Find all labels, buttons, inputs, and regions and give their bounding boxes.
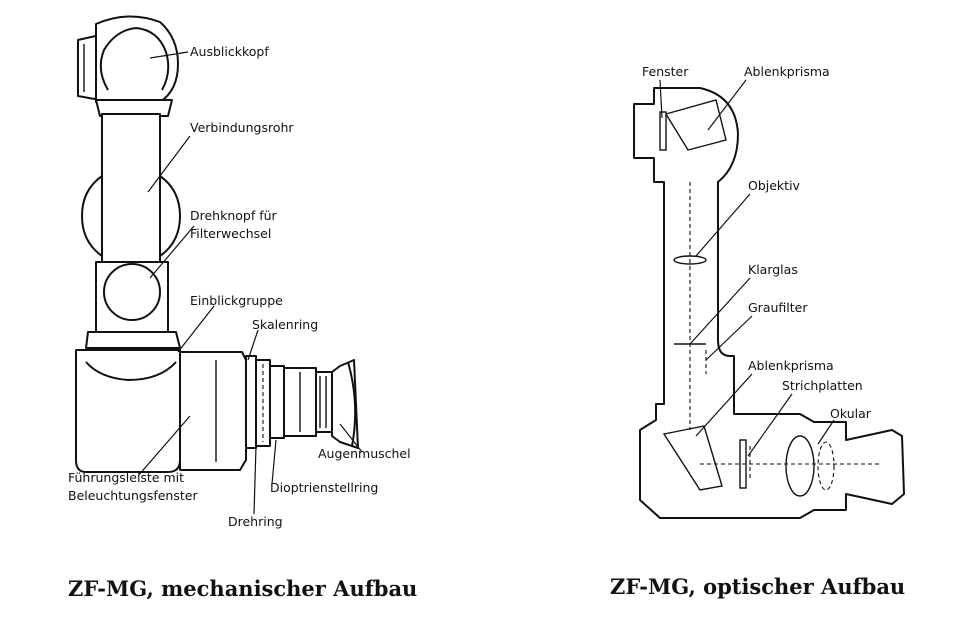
ausblickkopf-part [77,15,179,117]
label-objektiv: Objektiv [748,178,801,193]
label-fenster: Fenster [642,64,689,79]
label-ablenkprisma-bottom: Ablenkprisma [748,358,834,373]
ablenkprisma-top-shape [664,99,727,151]
label-einblickgruppe: Einblickgruppe [190,293,283,308]
label-verbindungsrohr: Verbindungsrohr [190,120,294,135]
caption-mechanical: ZF-MG, mechanischer Aufbau [68,576,417,601]
optical-outline [633,87,905,519]
optical-drawing [633,79,905,519]
label-klarglas: Klarglas [748,262,798,277]
label-fuehrungsleiste-line2: Beleuchtungsfenster [68,488,198,503]
augenmuschel-part [331,359,359,449]
label-okular: Okular [830,406,872,421]
label-drehring: Drehring [228,514,283,529]
drehknopf-part [85,261,181,349]
label-augenmuschel: Augenmuschel [318,446,411,461]
label-dioptrienstellring: Dioptrienstellring [270,480,378,495]
label-drehknopf-line1: Drehknopf für [190,208,278,223]
label-skalenring: Skalenring [252,317,318,332]
fenster-shape [659,111,667,151]
gehaeuse-part [75,349,247,473]
caption-optical: ZF-MG, optischer Aufbau [610,574,905,599]
label-ablenkprisma-top: Ablenkprisma [744,64,830,79]
mechanical-leaders [137,51,363,515]
mechanical-drawing [75,15,363,515]
label-drehknopf-line2: Filterwechsel [190,226,271,241]
label-strichplatten: Strichplatten [782,378,863,393]
verbindungsrohr-part [81,113,181,263]
okular-shape [785,435,815,497]
optical-axis [689,182,880,465]
label-graufilter: Graufilter [748,300,808,315]
ringe-part [245,355,333,449]
label-fuehrungsleiste-line1: Führungsleiste mit [68,470,184,485]
label-ausblickkopf: Ausblickkopf [190,44,269,59]
ablenkprisma-bottom-shape [662,425,723,491]
